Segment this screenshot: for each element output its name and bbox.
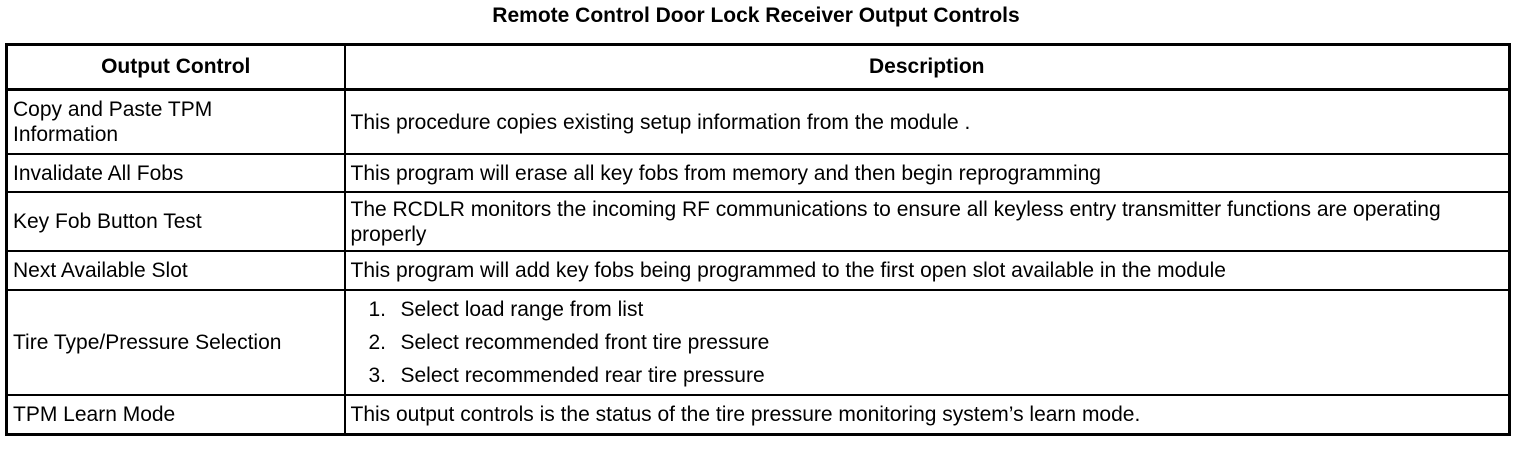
table-row: Next Available Slot This program will ad… <box>5 250 1511 291</box>
step-number: 2. <box>368 331 387 354</box>
output-control-name: Next Available Slot <box>13 259 188 282</box>
description-cell: This procedure copies existing setup inf… <box>343 88 1511 155</box>
list-item: 3. Select recommended rear tire pressure <box>369 359 1504 392</box>
step-number: 3. <box>368 364 387 387</box>
header-output-control: Output Control <box>5 43 346 91</box>
table-title: Remote Control Door Lock Receiver Output… <box>492 4 1020 27</box>
description-cell: 1. Select load range from list 2. Select… <box>343 289 1511 396</box>
description-text: This procedure copies existing setup inf… <box>350 110 971 134</box>
description-cell: The RCDLR monitors the incoming RF commu… <box>343 191 1511 252</box>
step-text: Select recommended rear tire pressure <box>400 364 765 387</box>
output-control-cell: Key Fob Button Test <box>5 191 346 252</box>
output-control-cell: TPM Learn Mode <box>5 394 346 436</box>
header-description: Description <box>343 43 1511 91</box>
description-text: This program will erase all key fobs fro… <box>350 161 1101 185</box>
table-row: TPM Learn Mode This output controls is t… <box>5 394 1511 436</box>
step-text: Select recommended front tire pressure <box>400 331 770 354</box>
output-control-name: Tire Type/Pressure Selection <box>13 331 282 354</box>
output-control-cell: Next Available Slot <box>5 250 346 291</box>
output-control-name: Copy and Paste TPM Information <box>13 98 213 146</box>
description-text: This output controls is the status of th… <box>350 403 1141 426</box>
output-control-name: Invalidate All Fobs <box>13 161 184 185</box>
description-cell: This program will add key fobs being pro… <box>343 250 1511 291</box>
description-text: The RCDLR monitors the incoming RF commu… <box>350 197 1441 246</box>
table-row: Invalidate All Fobs This program will er… <box>5 153 1511 193</box>
table-row: Tire Type/Pressure Selection 1. Select l… <box>5 289 1511 396</box>
list-item: 1. Select load range from list <box>369 293 1504 326</box>
step-text: Select load range from list <box>400 298 644 321</box>
table-row: Key Fob Button Test The RCDLR monitors t… <box>5 191 1511 252</box>
description-text: This program will add key fobs being pro… <box>350 259 1226 282</box>
step-number: 1. <box>368 298 387 321</box>
description-cell: This program will erase all key fobs fro… <box>343 153 1511 193</box>
output-control-name: TPM Learn Mode <box>13 403 176 426</box>
output-control-cell: Tire Type/Pressure Selection <box>5 289 346 396</box>
output-controls-table: Output Control Description Copy and Past… <box>5 43 1511 436</box>
list-item: 2. Select recommended front tire pressur… <box>369 326 1504 359</box>
output-control-cell: Invalidate All Fobs <box>5 153 346 193</box>
table-row: Copy and Paste TPM Information This proc… <box>5 88 1511 155</box>
output-control-cell: Copy and Paste TPM Information <box>5 88 346 155</box>
procedure-steps-list: 1. Select load range from list 2. Select… <box>351 293 1504 392</box>
description-cell: This output controls is the status of th… <box>343 394 1511 436</box>
output-control-name: Key Fob Button Test <box>13 210 202 233</box>
table-header-row: Output Control Description <box>5 43 1511 91</box>
